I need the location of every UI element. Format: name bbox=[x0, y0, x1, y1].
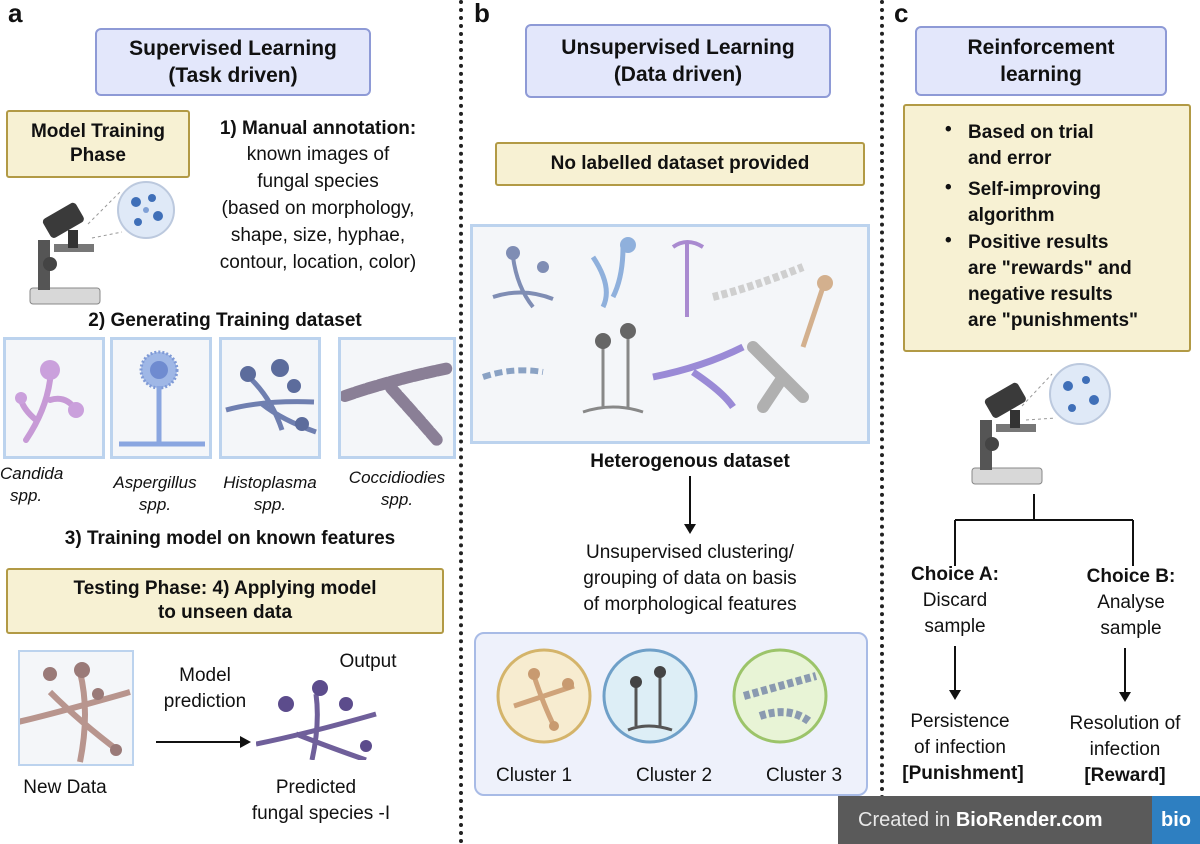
step3-heading: 3) Training model on known features bbox=[64, 528, 396, 549]
predicted-line2: fungal species -I bbox=[251, 803, 391, 824]
supervised-title-line2: (Task driven) bbox=[168, 64, 298, 87]
choice-a-line2: sample bbox=[924, 616, 986, 637]
choice-a-arrow bbox=[949, 646, 961, 700]
reinforcement-title-box: Reinforcement learning bbox=[915, 26, 1167, 96]
divider-left bbox=[459, 0, 463, 844]
biorender-watermark[interactable]: Created in BioRender.com bio bbox=[838, 796, 1200, 844]
divider-right bbox=[880, 0, 884, 800]
model-label-line2: prediction bbox=[163, 691, 247, 712]
clustering-arrow bbox=[684, 476, 696, 534]
clustering-line-1: Unsupervised clustering/ bbox=[585, 542, 795, 563]
bullet-2-line2: algorithm bbox=[968, 205, 1055, 226]
watermark-brand: BioRender.com bbox=[955, 808, 1103, 831]
candida-image bbox=[3, 337, 105, 459]
reinforcement-title-line1: Reinforcement bbox=[967, 36, 1115, 59]
histoplasma-image bbox=[219, 337, 321, 459]
prediction-arrow bbox=[156, 736, 251, 748]
bullet-1-line2: and error bbox=[968, 148, 1052, 169]
bullet-1-dot: • bbox=[945, 119, 952, 140]
testing-phase-box: Testing Phase: 4) Applying model to unse… bbox=[6, 568, 444, 634]
species-name-4: Coccidiodies bbox=[348, 468, 446, 487]
species-suffix-4: spp. bbox=[380, 490, 414, 509]
unsupervised-title-line2: (Data driven) bbox=[613, 63, 743, 86]
cluster-1-image bbox=[496, 648, 592, 744]
bullet-2-dot: • bbox=[945, 177, 952, 198]
step1-line-4: shape, size, hyphae, bbox=[230, 225, 406, 246]
choice-b-line1: Analyse bbox=[1097, 592, 1165, 613]
heterogenous-dataset-image bbox=[470, 224, 870, 444]
predicted-line1: Predicted bbox=[275, 777, 357, 798]
choice-b-result1: Resolution of bbox=[1069, 713, 1181, 734]
species-name-2: Aspergillus bbox=[113, 473, 197, 492]
choice-a-result2: of infection bbox=[914, 737, 1006, 758]
supervised-title-line1: Supervised Learning bbox=[129, 37, 337, 60]
bullet-3-line2: are "rewards" and bbox=[968, 258, 1132, 279]
predicted-species-image bbox=[256, 680, 377, 760]
species-suffix-2: spp. bbox=[138, 495, 172, 514]
supervised-title-box: Supervised Learning (Task driven) bbox=[95, 28, 371, 96]
step1-line-3: (based on morphology, bbox=[221, 198, 415, 219]
testing-line1: Testing Phase: 4) Applying model bbox=[73, 578, 377, 599]
bullet-3-line1: Positive results bbox=[968, 232, 1109, 253]
species-name-3: Histoplasma bbox=[223, 473, 317, 492]
dataset-caption: Heterogenous dataset bbox=[590, 451, 790, 472]
step1-line-1: known images of bbox=[246, 144, 390, 165]
step1-line-2: fungal species bbox=[257, 171, 379, 192]
bullet-2-line1: Self-improving bbox=[968, 179, 1102, 200]
model-training-line2: Phase bbox=[70, 145, 126, 166]
step1-heading: 1) Manual annotation: bbox=[219, 118, 417, 139]
bullet-3-line3: negative results bbox=[968, 284, 1113, 305]
choice-b-arrow bbox=[1119, 648, 1131, 702]
aspergillus-image bbox=[110, 337, 212, 459]
bullet-1-line1: Based on trial bbox=[968, 122, 1094, 143]
choice-b-heading: Choice B: bbox=[1086, 566, 1176, 587]
cluster-2-image bbox=[602, 648, 698, 744]
cluster-label-2: Cluster 2 bbox=[635, 765, 713, 786]
model-training-box: Model Training Phase bbox=[6, 110, 190, 178]
biorender-badge-icon: bio bbox=[1152, 796, 1200, 844]
choice-b-result2: infection bbox=[1089, 739, 1161, 760]
clustering-line-2: grouping of data on basis bbox=[583, 568, 797, 589]
model-label-line1: Model bbox=[179, 665, 231, 686]
output-label: Output bbox=[339, 651, 397, 672]
species-suffix-3: spp. bbox=[253, 495, 287, 514]
choice-a-result1: Persistence bbox=[910, 711, 1010, 732]
new-data-image bbox=[18, 650, 134, 766]
bullet-3-line4: are "punishments" bbox=[968, 310, 1139, 331]
bullet-3-dot: • bbox=[945, 230, 952, 251]
step1-line-5: contour, location, color) bbox=[219, 252, 417, 273]
no-labelled-dataset-box: No labelled dataset provided bbox=[495, 142, 865, 186]
panel-letter-c: c bbox=[894, 0, 909, 28]
panel-letter-a: a bbox=[8, 0, 23, 28]
cluster-label-1: Cluster 1 bbox=[495, 765, 573, 786]
cluster-3-image bbox=[732, 648, 828, 744]
microscope-icon bbox=[29, 181, 175, 305]
reinforcement-title-line2: learning bbox=[1000, 63, 1082, 86]
unsupervised-title-box: Unsupervised Learning (Data driven) bbox=[525, 24, 831, 98]
no-labelled-text: No labelled dataset provided bbox=[550, 153, 810, 174]
step2-heading: 2) Generating Training dataset bbox=[88, 310, 362, 331]
unsupervised-title-line1: Unsupervised Learning bbox=[561, 36, 795, 59]
testing-line2: to unseen data bbox=[157, 602, 293, 623]
choice-b-tag: [Reward] bbox=[1084, 765, 1166, 786]
new-data-label: New Data bbox=[23, 777, 107, 798]
choice-a-heading: Choice A: bbox=[911, 564, 999, 585]
choice-b-line2: sample bbox=[1100, 618, 1162, 639]
model-training-line1: Model Training bbox=[30, 121, 166, 142]
panel-letter-b: b bbox=[474, 0, 490, 28]
watermark-prefix: Created in bbox=[858, 808, 956, 831]
coccidiodies-image bbox=[338, 337, 456, 459]
choice-a-tag: [Punishment] bbox=[902, 763, 1024, 784]
choice-a-line1: Discard bbox=[922, 590, 988, 611]
cluster-label-3: Cluster 3 bbox=[765, 765, 843, 786]
species-suffix-1: spp. bbox=[10, 486, 43, 505]
choice-branch-connector bbox=[954, 494, 1134, 566]
reinforcement-bullets-box bbox=[903, 104, 1191, 352]
microscope-icon-c bbox=[971, 363, 1111, 485]
species-name-1: Candida bbox=[0, 464, 64, 483]
clustering-line-3: of morphological features bbox=[583, 594, 797, 615]
